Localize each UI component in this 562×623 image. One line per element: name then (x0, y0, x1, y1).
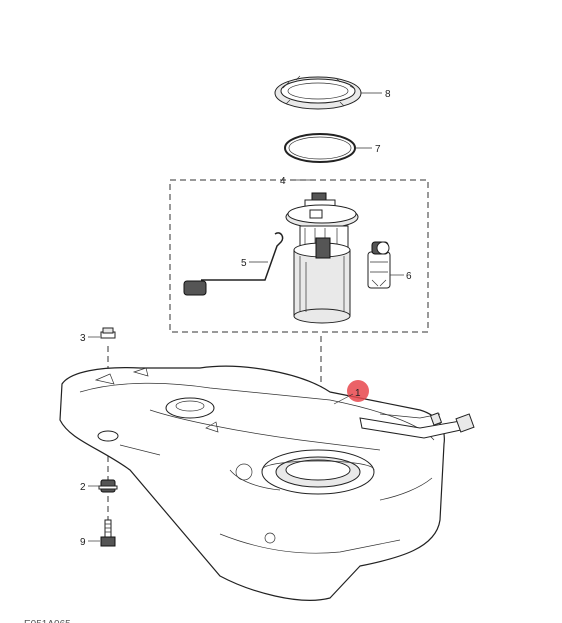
grommet-part-2 (98, 479, 118, 493)
callout-9: 9 (80, 537, 86, 548)
o-ring-part-7 (284, 133, 356, 163)
fuel-level-sender-part-5 (183, 232, 284, 296)
figure-id: E051A065 (24, 619, 71, 623)
callout-1: 1 (355, 388, 361, 399)
bolt-part-3 (100, 327, 116, 339)
lock-ring-part-8 (274, 75, 362, 110)
filler-pipes (359, 412, 475, 439)
assembly-box-part-4 (169, 179, 429, 333)
fuel-pump-module-part-4 (285, 192, 359, 324)
highlight-marker-part-1[interactable] (347, 380, 369, 402)
callout-3: 3 (80, 333, 86, 344)
callout-5: 5 (241, 258, 247, 269)
fuel-tank-part-1 (59, 365, 445, 601)
callout-6: 6 (406, 271, 412, 282)
callout-2: 2 (80, 482, 86, 493)
callout-7: 7 (375, 144, 381, 155)
bolt-part-9 (100, 519, 116, 547)
callout-8: 8 (385, 89, 391, 100)
pressure-sensor-part-6 (367, 241, 391, 289)
leader-1 (333, 393, 354, 405)
callout-4: 4 (280, 176, 286, 187)
